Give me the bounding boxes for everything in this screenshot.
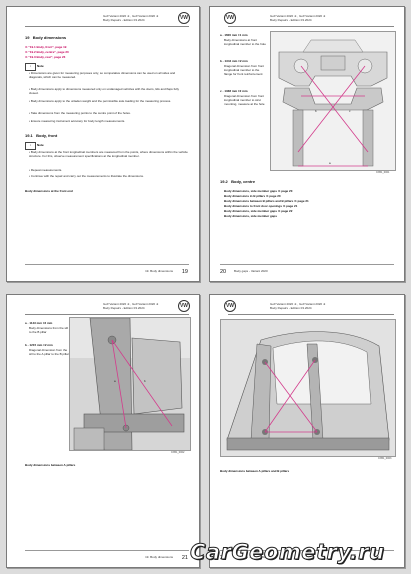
page-header: Golf Variant 2020 ➜ , Golf Variant 2020 … — [103, 14, 159, 23]
a-b-pillar-photo — [220, 319, 396, 457]
page-footer: 19. Body dimensions — [145, 269, 173, 273]
sill-pillar-photo: a b — [69, 317, 191, 451]
page-footer: Body gaps - Variant 2020 — [234, 555, 268, 559]
page-number: 21 — [181, 555, 188, 561]
svg-text:b: b — [315, 109, 317, 113]
vw-logo: VW — [224, 300, 236, 312]
bullet-text: • Body dimensions at the front longitudi… — [29, 150, 188, 158]
page-footer: 19. Body dimensions — [145, 555, 173, 559]
photo-code: CN51_0002 — [171, 451, 185, 454]
page-footer: Body gaps - Variant 2020 — [234, 269, 268, 273]
page-header: Golf Variant 2020 ➜ , Golf Variant 2020 … — [270, 302, 326, 311]
subsection-heading: 19.2 Body, centre — [220, 179, 256, 184]
callout-a-text: Body dimensions from the sill to the B p… — [29, 326, 69, 334]
a-b-pillar-illustration — [221, 320, 395, 456]
bullet-text: • Body dimensions apply to the unladen w… — [29, 99, 172, 103]
callout-a-text: Body dimensions at front longitudinal me… — [224, 38, 266, 46]
link-text[interactable]: Body dimensions, side member gaps ⇒ page… — [224, 189, 293, 193]
note-label: Note — [37, 64, 44, 68]
footer-divider — [25, 550, 189, 551]
footer-divider — [220, 550, 394, 551]
link-text[interactable]: Body dimensions, side member gaps ⇒ page… — [224, 209, 293, 213]
link-text[interactable]: Body dimensions to front door openings ⇒… — [224, 204, 298, 208]
toc-link-body-front[interactable]: ⇒ "19.1 Body, front", page 19 — [25, 45, 67, 49]
svg-text:a: a — [329, 161, 331, 165]
note-label: Note — [37, 143, 44, 147]
svg-text:c: c — [349, 109, 351, 113]
bullet-text: • Take dimensions from the measuring poi… — [29, 111, 131, 115]
bullet-text: • Dimensions are given for measuring pur… — [29, 71, 176, 79]
vw-logo: VW — [178, 300, 190, 312]
figure-caption: Body dimensions at the front end — [25, 189, 73, 193]
callout-b-label: b - 1344 mm ±2 mm — [220, 59, 248, 63]
manual-page-19: Golf Variant 2020 ➜ , Golf Variant 2020 … — [6, 6, 200, 282]
figure-caption: Body dimensions between A pillars and B … — [220, 469, 290, 473]
page-number: 20 — [220, 269, 227, 275]
photo-code: CN51_0001 — [376, 171, 390, 174]
manual-page-21: Golf Variant 2020 ➜ , Golf Variant 2020 … — [6, 294, 200, 568]
callout-c-text: Diagonal dimension from front longitudin… — [224, 94, 265, 106]
page-number: 22 — [220, 555, 227, 561]
manual-page-20: Golf Variant 2020 ➜ , Golf Variant 2020 … — [209, 6, 405, 282]
bullet-text: • Repeat measurements. — [29, 168, 63, 172]
header-divider — [228, 314, 394, 315]
bullet-text: • Ensure measuring instrument accuracy f… — [29, 119, 126, 123]
svg-text:a: a — [114, 379, 116, 383]
vw-logo: VW — [178, 12, 190, 24]
footer-divider — [25, 264, 189, 265]
toc-link-body-centre[interactable]: ⇒ "19.2 Body, centre", page 20 — [25, 50, 69, 54]
header-divider — [228, 26, 394, 27]
front-end-illustration: a b c — [271, 32, 395, 170]
link-text[interactable]: Body dimensions in B pillars ⇒ page 20 — [224, 194, 281, 198]
manual-page-22: Golf Variant 2020 ➜ , Golf Variant 2020 … — [209, 294, 405, 568]
photo-code: CN51_0003 — [378, 457, 392, 460]
bullet-text: • Body dimensions apply to dimensions me… — [29, 87, 179, 95]
callout-a-label: a - 1600 mm ±1 mm — [220, 33, 248, 37]
figure-caption: Body dimensions between A pillars — [25, 463, 76, 467]
callout-b-label: b - 1215 mm ±2 mm — [25, 343, 53, 347]
callout-c-label: c - 1338 mm ±2 mm — [220, 89, 248, 93]
footer-divider — [220, 264, 394, 265]
section-heading: 19 Body dimensions — [25, 35, 67, 40]
page-number: 19 — [181, 269, 188, 275]
watermark-logo: CarGeometry.ru — [189, 540, 385, 565]
header-divider — [25, 26, 189, 27]
note-icon: i — [25, 63, 36, 71]
header-divider — [25, 314, 189, 315]
sill-pillar-illustration: a b — [70, 318, 190, 450]
svg-text:b: b — [144, 379, 146, 383]
link-text[interactable]: Body dimensions, side member gaps — [224, 214, 278, 218]
callout-b-text: Diagonal dimension from front longitudin… — [224, 64, 265, 76]
note-icon: i — [25, 142, 36, 150]
toc-link-body-rear[interactable]: ⇒ "19.3 Body, rear", page 23 — [25, 55, 66, 59]
vw-logo: VW — [224, 12, 236, 24]
callout-b-text: Diagonal dimension from the sill to the … — [29, 348, 69, 356]
link-text[interactable]: Body dimensions between B pillars and B … — [224, 199, 309, 203]
front-end-photo: a b c — [270, 31, 396, 171]
callout-a-label: a - 1143 mm ±2 mm — [25, 321, 53, 325]
bullet-text: • Continue with the repair and carry out… — [29, 174, 144, 178]
page-header: Golf Variant 2020 ➜ , Golf Variant 2020 … — [270, 14, 326, 23]
page-header: Golf Variant 2020 ➜ , Golf Variant 2020 … — [103, 302, 159, 311]
subsection-heading: 19.1 Body, front — [25, 133, 58, 138]
